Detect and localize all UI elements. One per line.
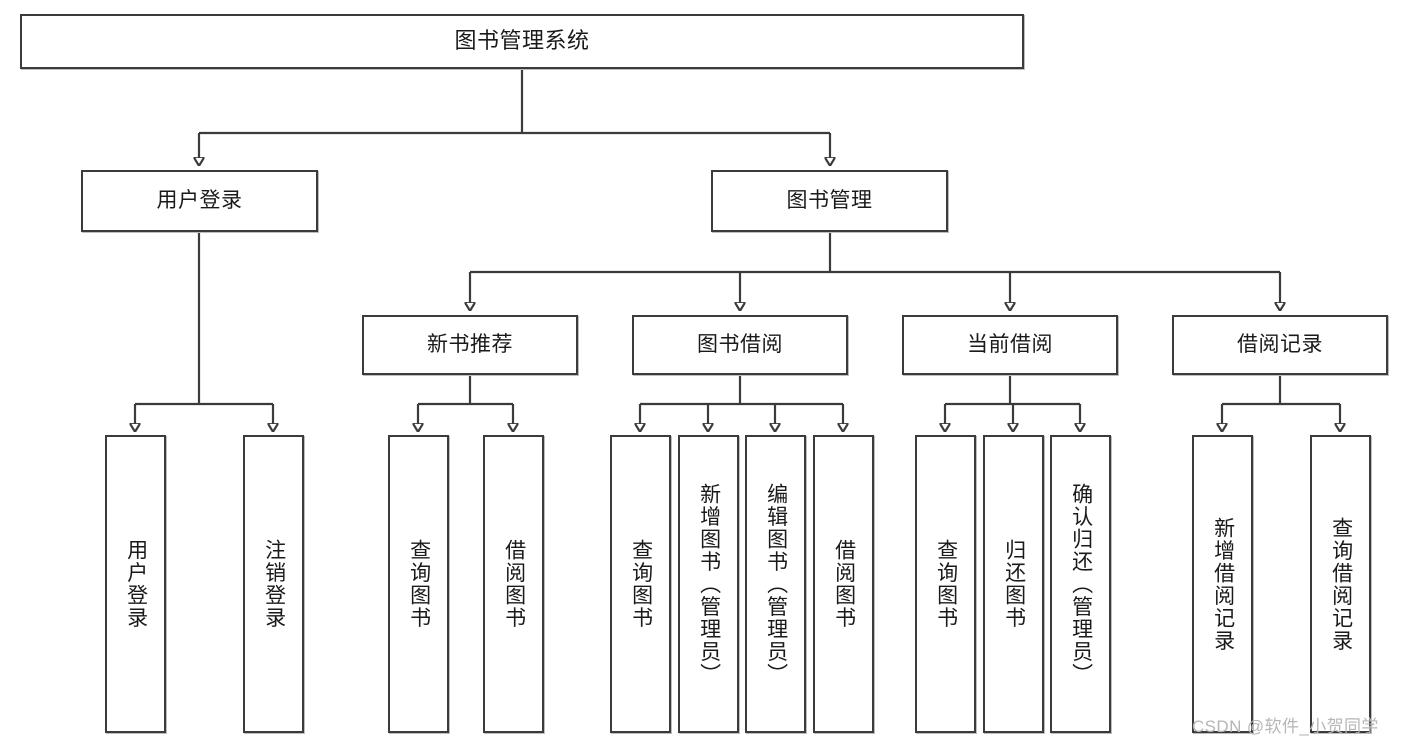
leaf-current-return-book[interactable]: 归还图书 (983, 435, 1045, 734)
node-label: 当前借阅 (967, 333, 1053, 357)
node-label: 注销登录 (262, 539, 286, 629)
leaf-borrow-query-book[interactable]: 查询图书 (610, 435, 672, 734)
node-label: 借阅图书 (502, 539, 526, 629)
leaf-record-add-record[interactable]: 新增借阅记录 (1192, 435, 1254, 734)
node-label: 用户登录 (156, 189, 243, 213)
node-label: 新增借阅记录 (1211, 516, 1235, 652)
leaf-borrow-add-book-admin[interactable]: 新增图书（管理员） (678, 435, 740, 734)
node-root-system[interactable]: 图书管理系统 (20, 14, 1025, 70)
node-label: 图书借阅 (697, 333, 783, 357)
node-label: 图书管理 (786, 189, 873, 213)
node-label: 借阅记录 (1237, 333, 1323, 357)
node-label: 图书管理系统 (454, 28, 590, 54)
node-book-borrow[interactable]: 图书借阅 (632, 315, 849, 376)
watermark-text: CSDN @软件_小贺同学 (1192, 717, 1379, 736)
node-book-management[interactable]: 图书管理 (711, 170, 949, 233)
node-user-login[interactable]: 用户登录 (81, 170, 319, 233)
node-label: 新增图书（管理员） (697, 482, 721, 686)
node-label: 用户登录 (124, 539, 148, 629)
leaf-borrow-edit-book-admin[interactable]: 编辑图书（管理员） (745, 435, 807, 734)
node-borrow-record[interactable]: 借阅记录 (1172, 315, 1389, 376)
leaf-borrow-borrow-book[interactable]: 借阅图书 (813, 435, 875, 734)
leaf-user-login-logout[interactable]: 注销登录 (243, 435, 305, 734)
node-label: 查询图书 (934, 539, 958, 629)
node-label: 归还图书 (1002, 539, 1026, 629)
node-label: 查询图书 (407, 539, 431, 629)
leaf-user-login-login[interactable]: 用户登录 (105, 435, 167, 734)
node-label: 新书推荐 (427, 333, 513, 357)
leaf-record-query-record[interactable]: 查询借阅记录 (1310, 435, 1372, 734)
leaf-current-confirm-return-admin[interactable]: 确认归还（管理员） (1050, 435, 1112, 734)
node-label: 借阅图书 (832, 539, 856, 629)
node-label: 查询图书 (629, 539, 653, 629)
leaf-recommend-query-book[interactable]: 查询图书 (388, 435, 450, 734)
node-label: 查询借阅记录 (1329, 516, 1353, 652)
node-current-borrow[interactable]: 当前借阅 (902, 315, 1119, 376)
node-label: 编辑图书（管理员） (764, 482, 788, 686)
leaf-recommend-borrow-book[interactable]: 借阅图书 (483, 435, 545, 734)
node-label: 确认归还（管理员） (1069, 482, 1093, 686)
leaf-current-query-book[interactable]: 查询图书 (915, 435, 977, 734)
node-new-book-recommend[interactable]: 新书推荐 (362, 315, 579, 376)
